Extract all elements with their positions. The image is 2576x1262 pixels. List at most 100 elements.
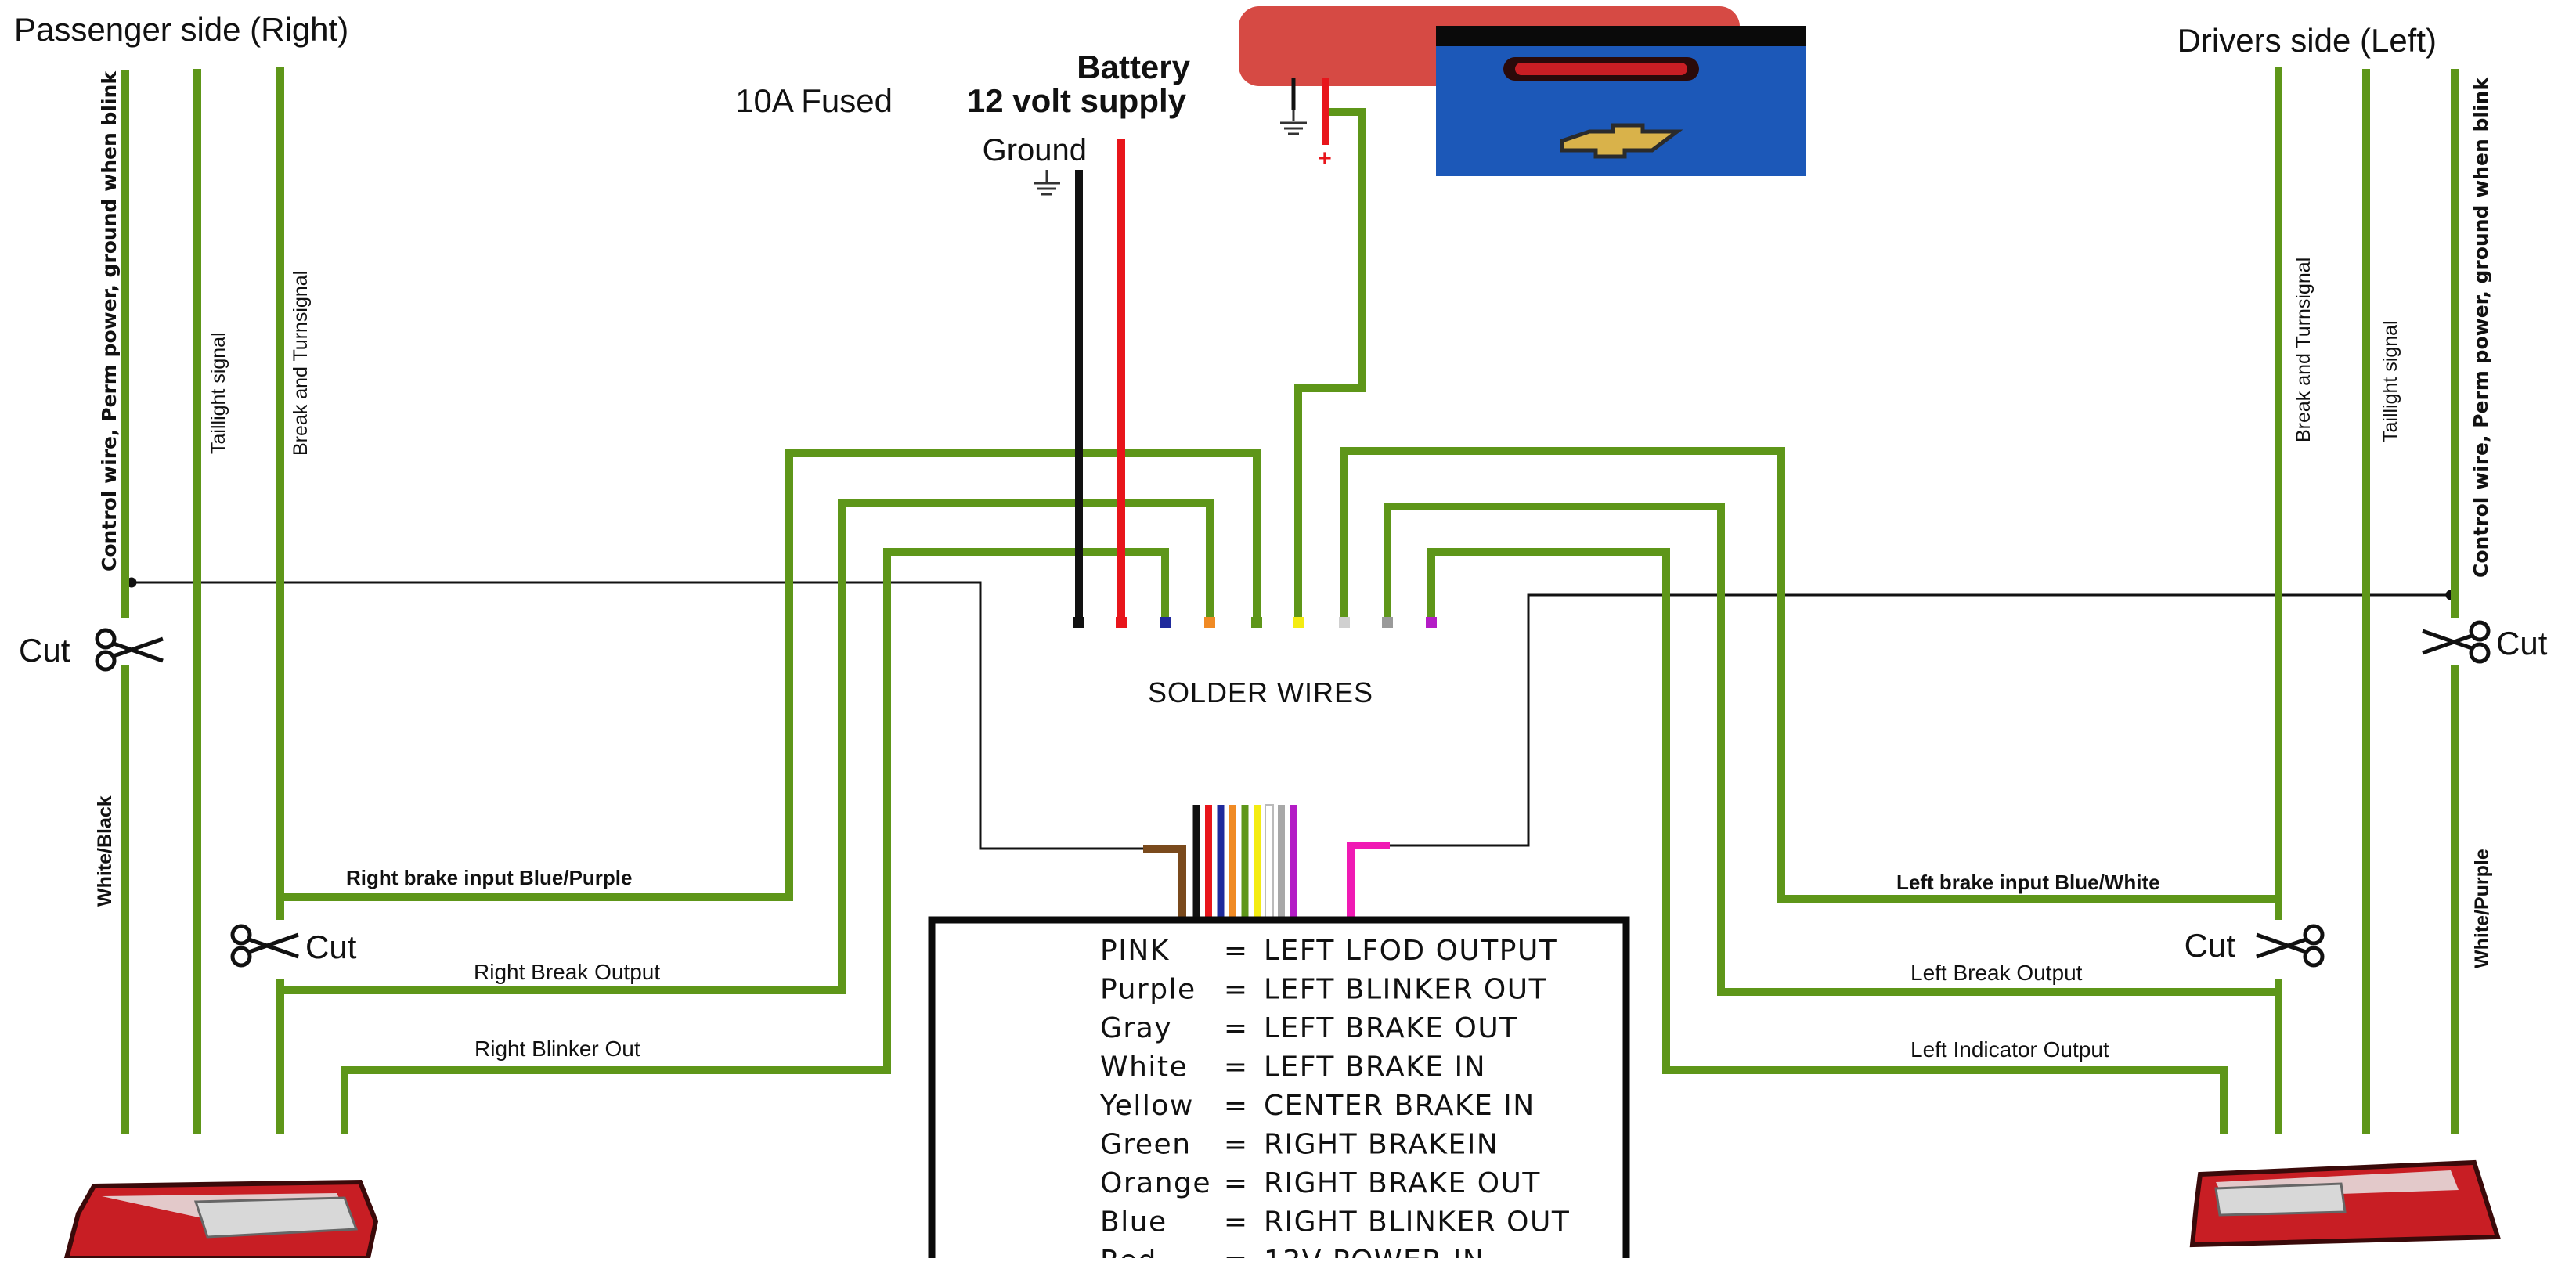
driver-control-wire-label: Control wire, Perm power, ground when bl…	[2470, 77, 2492, 578]
pink-connector-lead	[1347, 842, 1390, 924]
legend-equals: =	[1224, 1129, 1247, 1161]
white-purple-label: White/Purple	[2471, 849, 2493, 968]
left-break-output-label: Left Break Output	[1910, 961, 2083, 985]
legend-color-name: PINK	[1100, 935, 1170, 967]
wire-end-marker	[1251, 617, 1262, 628]
wire-end-marker	[1073, 617, 1084, 628]
right-brake-input-label: Right brake input Blue/Purple	[346, 866, 632, 889]
wire-end-marker	[1426, 617, 1437, 628]
ribbon-wire	[1265, 804, 1274, 923]
right-blinker-out-wire	[341, 548, 1169, 1134]
control-wire-left	[1390, 593, 2451, 847]
legend-row: Blue = RIGHT BLINKER OUT	[1100, 1206, 1570, 1239]
legend-color-name: Purple	[1100, 974, 1196, 1006]
legend-function: LEFT BRAKE OUT	[1264, 1012, 1518, 1044]
legend-equals: =	[1224, 1245, 1247, 1258]
center-brake-wire	[1294, 108, 1366, 618]
legend-function: CENTER BRAKE IN	[1264, 1090, 1535, 1122]
cut-label: Cut	[2496, 625, 2548, 662]
legend-function: RIGHT BLINKER OUT	[1264, 1206, 1570, 1239]
legend-equals: =	[1224, 974, 1247, 1006]
legend-equals: =	[1224, 1012, 1247, 1044]
legend-color-name: Orange	[1100, 1167, 1211, 1199]
legend-row: Purple = LEFT BLINKER OUT	[1100, 974, 1547, 1006]
legend-row: Green = RIGHT BRAKEIN	[1100, 1129, 1499, 1161]
control-wire-right	[129, 581, 1143, 850]
third-brake-light-icon	[1239, 6, 1806, 176]
left-brake-input-wire	[1340, 447, 2278, 903]
passenger-control-wire-label: Control wire, Perm power, ground when bl…	[98, 70, 121, 572]
battery-label: Battery	[1077, 49, 1190, 85]
passenger-brake-turn-label: Break and Turnsignal	[290, 271, 312, 456]
legend-color-name: Gray	[1100, 1012, 1172, 1044]
ground-label: Ground	[983, 133, 1087, 168]
scissors-icon	[2256, 924, 2325, 968]
legend-color-name: Green	[1100, 1129, 1192, 1161]
solder-wires-label: SOLDER WIRES	[1148, 676, 1373, 709]
driver-side-title: Drivers side (Left)	[2177, 22, 2437, 59]
cut-label: Cut	[305, 928, 357, 965]
left-break-output-wire	[1384, 503, 2278, 996]
legend-equals: =	[1224, 1206, 1247, 1239]
right-break-output-wire	[280, 499, 1214, 994]
legend-color-name: Blue	[1100, 1206, 1167, 1239]
legend-function: RIGHT BRAKEIN	[1264, 1129, 1499, 1161]
legend-color-name: Red	[1100, 1245, 1157, 1258]
ground-symbol-icon	[1280, 110, 1307, 135]
bowtie-emblem	[1560, 123, 1683, 159]
legend-box	[928, 916, 1630, 1262]
driver-brake-turn-label: Break and Turnsignal	[2293, 258, 2314, 442]
wire-end-marker	[1293, 617, 1304, 628]
tail-lamp-icon	[63, 1179, 379, 1260]
supply-voltage-label: 12 volt supply	[967, 82, 1187, 119]
driver-taillight-label: Taillight signal	[2379, 320, 2401, 442]
cut-label: Cut	[19, 632, 70, 669]
legend-function: 12V POWER IN	[1264, 1245, 1485, 1258]
legend-equals: =	[1224, 935, 1247, 967]
wire-end-markers	[1073, 617, 1437, 628]
legend-function: LEFT BLINKER OUT	[1264, 974, 1547, 1006]
wire-end-marker	[1160, 617, 1171, 628]
third-brake-lamp-lens	[1515, 63, 1687, 75]
legend-color-name: Yellow	[1099, 1090, 1194, 1122]
legend-row: Yellow = CENTER BRAKE IN	[1099, 1090, 1535, 1122]
legend-function: RIGHT BRAKE OUT	[1264, 1167, 1541, 1199]
right-break-output-label: Right Break Output	[474, 960, 660, 984]
legend-row: Orange = RIGHT BRAKE OUT	[1100, 1167, 1541, 1199]
wire-end-marker	[1339, 617, 1350, 628]
legend-row: White = LEFT BRAKE IN	[1100, 1051, 1486, 1084]
legend-function: LEFT LFOD OUTPUT	[1264, 935, 1557, 967]
car-photo-roofline	[1436, 26, 1806, 46]
legend-color-name: White	[1100, 1051, 1188, 1084]
wire-end-marker	[1382, 617, 1393, 628]
wire-end-marker	[1116, 617, 1127, 628]
left-indicator-output-label: Left Indicator Output	[1910, 1037, 2109, 1062]
scissors-icon	[95, 628, 164, 672]
left-brake-input-label: Left brake input Blue/White	[1896, 871, 2160, 894]
tail-lamp-icon	[2189, 1159, 2502, 1248]
legend-equals: =	[1224, 1167, 1247, 1199]
passenger-taillight-label: Taillight signal	[207, 332, 229, 454]
legend-row: Gray = LEFT BRAKE OUT	[1100, 1012, 1518, 1044]
wire-end-marker	[1204, 617, 1215, 628]
legend-row: PINK = LEFT LFOD OUTPUT	[1100, 935, 1557, 967]
passenger-side-title: Passenger side (Right)	[14, 11, 348, 48]
left-indicator-output-wire	[1427, 548, 2228, 1134]
scissors-icon	[230, 924, 299, 968]
scissors-icon	[2422, 620, 2491, 664]
ground-symbol-icon	[1034, 170, 1060, 196]
legend-equals: =	[1224, 1090, 1247, 1122]
right-blinker-out-label: Right Blinker Out	[474, 1037, 640, 1061]
legend-function: LEFT BRAKE IN	[1264, 1051, 1486, 1084]
legend-equals: =	[1224, 1051, 1247, 1084]
fused-label: 10A Fused	[735, 82, 893, 119]
connector-ribbon	[1192, 804, 1297, 923]
plus-sign: +	[1318, 146, 1332, 171]
brown-connector-lead	[1143, 845, 1186, 924]
right-brake-input-wire	[280, 449, 1261, 901]
cut-label: Cut	[2185, 927, 2236, 964]
harness-wires	[121, 67, 2459, 1134]
white-black-label: White/Black	[94, 795, 116, 907]
